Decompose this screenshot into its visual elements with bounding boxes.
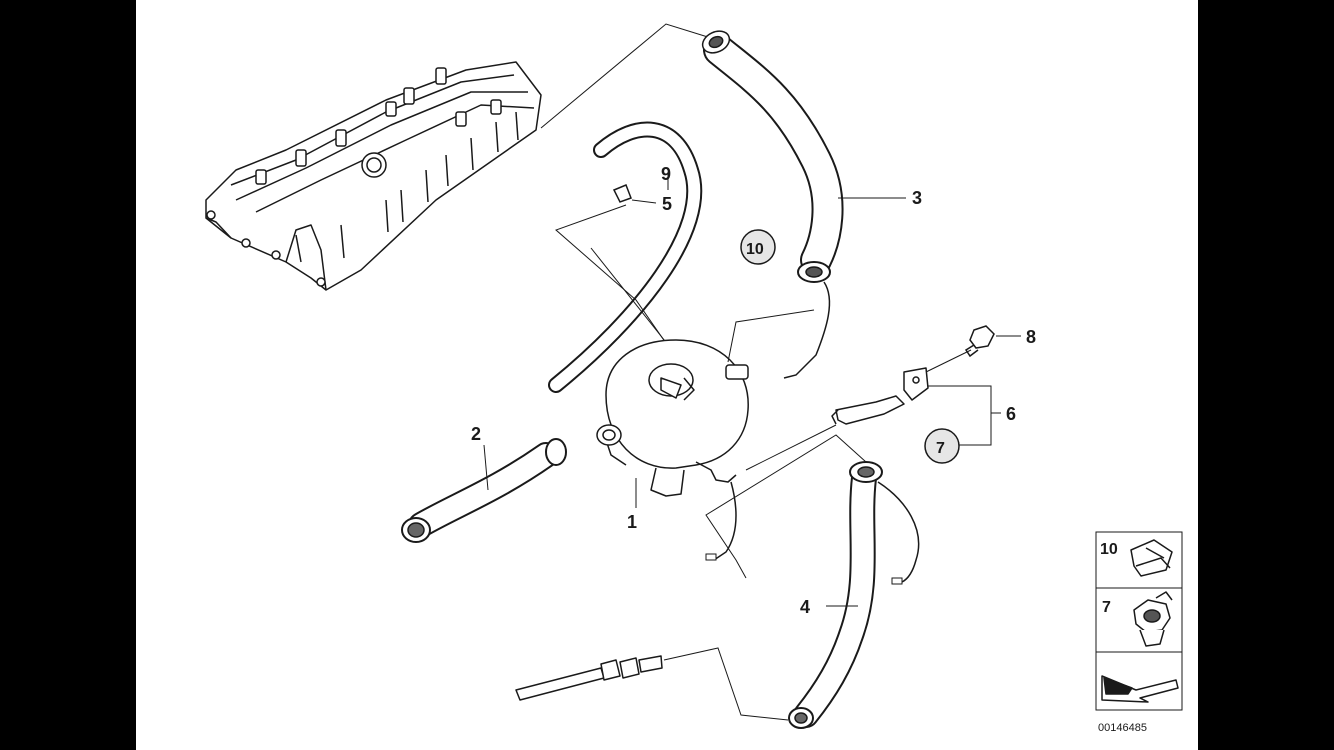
- callout-4: 4: [800, 597, 810, 617]
- leader-sensor: [663, 647, 789, 721]
- leader-cover: [540, 23, 712, 129]
- legend-label-7: 7: [1102, 599, 1111, 616]
- callout-1: 1: [627, 512, 637, 532]
- callout-10: 10: [746, 241, 764, 258]
- clip-icon: [1130, 539, 1173, 577]
- valve-wire: [713, 481, 737, 561]
- cylinder-head-cover: [205, 61, 542, 291]
- arrow-direction-icon: [1101, 675, 1179, 703]
- callout-6: 6: [1006, 404, 1016, 424]
- leader-valve-to-3: [727, 309, 815, 363]
- leader-6: [928, 385, 992, 446]
- callout-7: 7: [936, 440, 945, 457]
- leader-4-to-valve: [705, 434, 867, 579]
- hose-2: [401, 438, 567, 543]
- callout-9: 9: [661, 164, 671, 184]
- callout-7-circled: 7: [924, 428, 960, 464]
- oil-separator-valve: [596, 339, 749, 497]
- clip-5: [612, 184, 632, 203]
- leader-2: [483, 444, 489, 491]
- callout-3: 3: [912, 188, 922, 208]
- hose-9: [548, 121, 703, 393]
- callout-5: 5: [662, 194, 672, 214]
- sensor-rod: [515, 655, 663, 701]
- leader-8-to-bracket: [925, 349, 972, 373]
- reference-number: 00146485: [1098, 722, 1147, 734]
- leader-bracket-to-valve: [745, 424, 837, 471]
- leader-5: [631, 199, 657, 204]
- callout-2: 2: [471, 424, 481, 444]
- sensor-bracket-6: [831, 367, 929, 425]
- hose-3: [701, 30, 844, 379]
- hose-clamp-icon: [1133, 591, 1173, 647]
- parts-diagram: 3 9 5 10 1: [205, 23, 1183, 734]
- legend-label-10: 10: [1100, 541, 1118, 558]
- hose-4: [788, 461, 920, 729]
- legend: 10 7 00146485: [1095, 531, 1183, 734]
- callout-8: 8: [1026, 327, 1036, 347]
- valve-wire-connector: [705, 553, 717, 561]
- diagram-sheet: 3 9 5 10 1: [136, 0, 1198, 750]
- callout-10-circled: 10: [740, 229, 776, 265]
- bolt-8: [964, 325, 995, 358]
